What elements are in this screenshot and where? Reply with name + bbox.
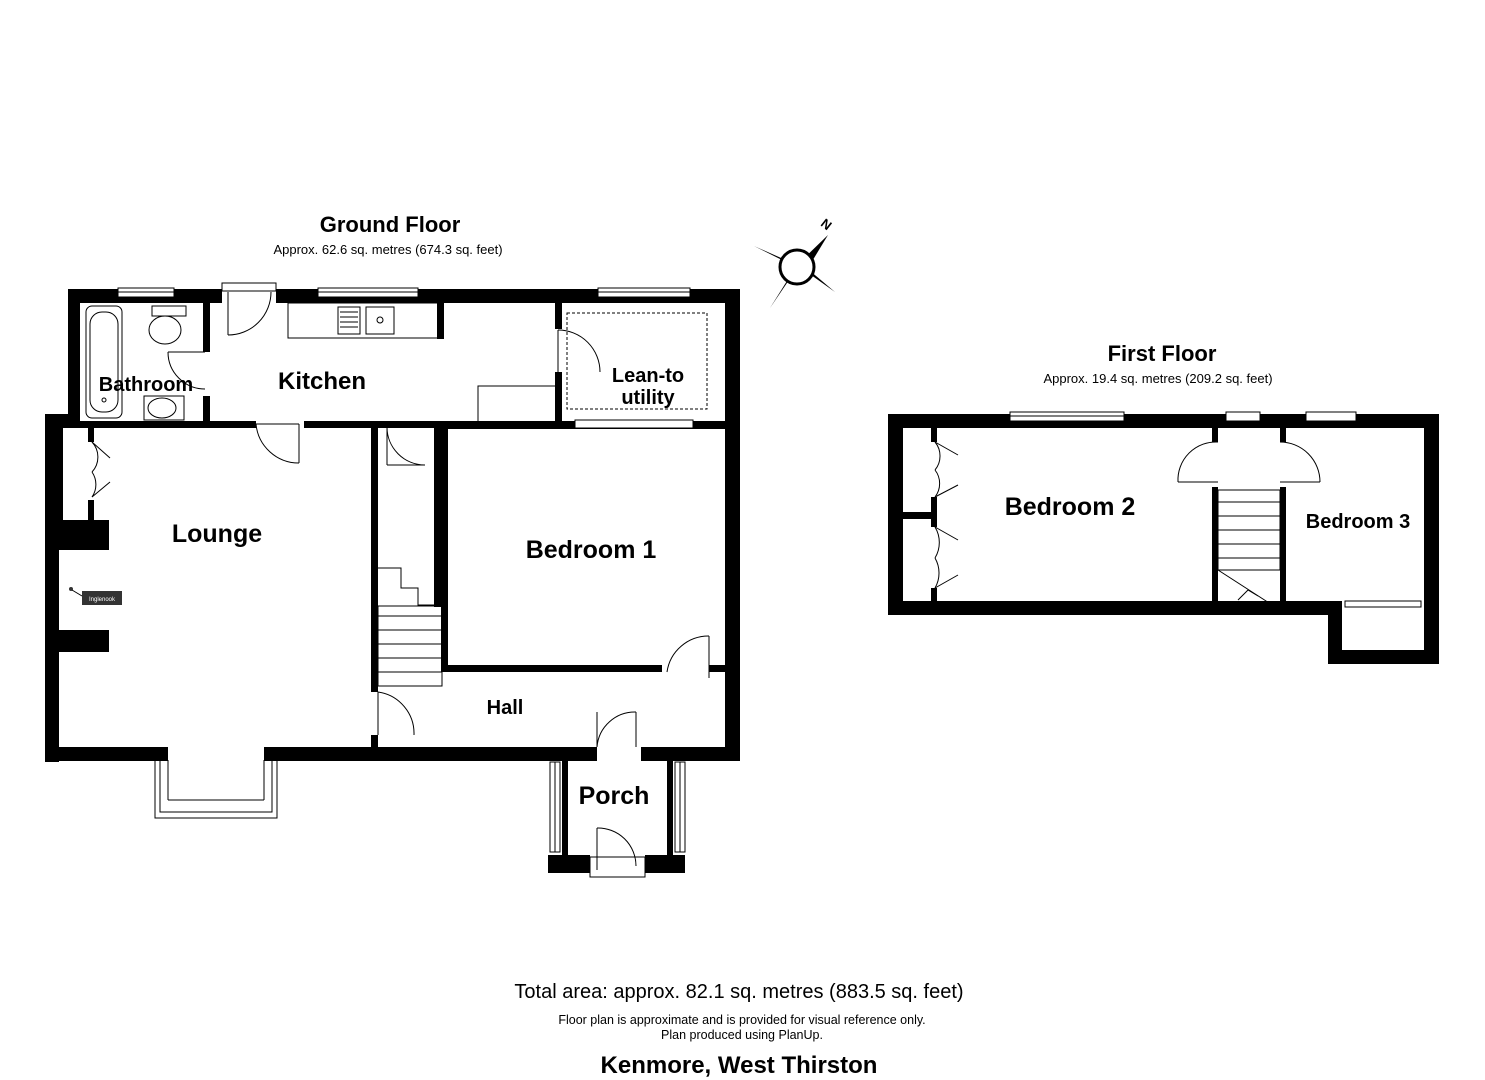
room-label-bedroom-1: Bedroom 1 xyxy=(526,536,657,564)
room-label-bedroom-2: Bedroom 2 xyxy=(1005,493,1136,521)
ground-floor-stairs xyxy=(377,567,443,687)
first-floor-title: First Floor xyxy=(1107,341,1217,366)
inglenook-label: Inglenook xyxy=(89,597,116,603)
first-floor-plan: Bedroom 2 Bedroom 3 xyxy=(888,411,1439,664)
room-label-hall: Hall xyxy=(487,697,524,719)
first-floor-area: Approx. 19.4 sq. metres (209.2 sq. feet) xyxy=(1043,371,1273,386)
room-label-lounge: Lounge xyxy=(172,520,262,548)
ground-floor-area: Approx. 62.6 sq. metres (674.3 sq. feet) xyxy=(273,242,503,257)
disclaimer-line-1: Floor plan is approximate and is provide… xyxy=(558,1013,926,1027)
compass-north-label: N xyxy=(818,215,835,233)
room-label-kitchen: Kitchen xyxy=(278,368,366,395)
disclaimer-line-2: Plan produced using PlanUp. xyxy=(661,1028,823,1042)
ground-floor-title: Ground Floor xyxy=(319,212,461,237)
ground-floor-plan: Inglenook Bathroom Kitchen Lean-to utili… xyxy=(45,282,740,878)
room-label-bathroom: Bathroom xyxy=(99,374,193,396)
room-label-porch: Porch xyxy=(579,782,650,810)
room-label-lean-to: Lean-to xyxy=(612,365,684,387)
property-name: Kenmore, West Thirston xyxy=(600,1052,878,1079)
total-area: Total area: approx. 82.1 sq. metres (883… xyxy=(514,981,964,1003)
room-label-utility: utility xyxy=(621,387,675,409)
first-floor-stairs xyxy=(1217,489,1281,611)
room-label-bedroom-3: Bedroom 3 xyxy=(1306,511,1410,533)
compass-icon: N xyxy=(754,215,835,308)
